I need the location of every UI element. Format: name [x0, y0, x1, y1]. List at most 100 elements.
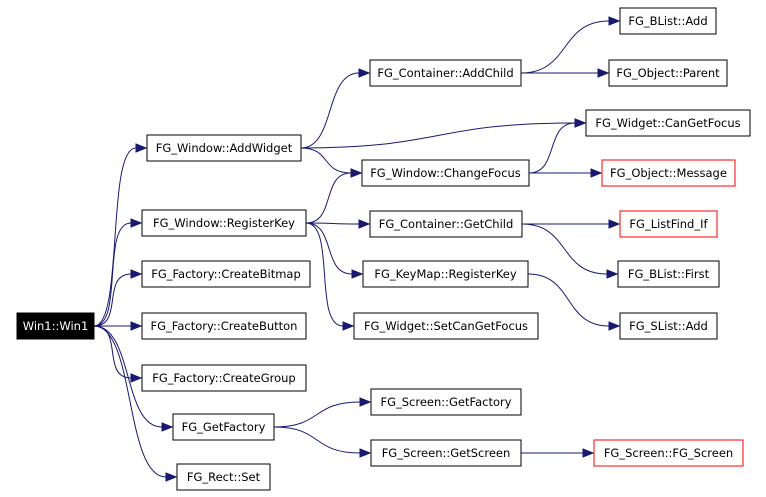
node-box — [593, 439, 744, 467]
edge-win1-to-create_group — [93, 325, 132, 379]
edge-register_key-to-change_focus — [305, 172, 352, 224]
node-fg-window-changefocus[interactable]: FG_Window::ChangeFocus — [361, 159, 530, 187]
node-label: FG_Factory::CreateGroup — [152, 371, 295, 385]
node-label: FG_Window::ChangeFocus — [370, 166, 521, 180]
node-fg-screen-getfactory[interactable]: FG_Screen::GetFactory — [370, 388, 522, 416]
arrowhead-icon — [590, 168, 603, 178]
node-box — [617, 260, 720, 288]
node-win1[interactable]: Win1::Win1 — [16, 312, 95, 340]
arrowhead-icon — [350, 168, 363, 178]
arrowhead-icon — [165, 472, 178, 482]
node-label: FG_Factory::CreateBitmap — [151, 267, 301, 281]
edge-keymap_registerkey-to-slist_add — [527, 273, 610, 327]
node-label: FG_GetFactory — [182, 420, 266, 434]
edge-win1-to-get_factory — [93, 325, 163, 428]
node-fg-widget-setcangetfocus[interactable]: FG_Widget::SetCanGetFocus — [353, 312, 539, 340]
node-label: FG_Widget::CanGetFocus — [595, 116, 740, 130]
node-fg-object-parent[interactable]: FG_Object::Parent — [608, 59, 728, 87]
node-box — [370, 388, 522, 416]
arrowhead-icon — [582, 448, 595, 458]
arrowhead-icon — [358, 219, 371, 229]
node-label: FG_Widget::SetCanGetFocus — [364, 319, 528, 333]
edge-change_focus-to-widget_cangetfocus — [528, 122, 576, 174]
node-fg-slist-add[interactable]: FG_SList::Add — [619, 312, 718, 340]
edge-add_widget-to-widget_cangetfocus — [300, 122, 576, 149]
node-label: Win1::Win1 — [23, 319, 89, 333]
node-label: FG_KeyMap::RegisterKey — [374, 267, 517, 281]
node-fg-factory-createbutton[interactable]: FG_Factory::CreateButton — [141, 312, 307, 340]
node-fg-keymap-registerkey[interactable]: FG_KeyMap::RegisterKey — [362, 260, 529, 288]
arrowhead-icon — [161, 422, 174, 432]
node-fg-container-addchild[interactable]: FG_Container::AddChild — [369, 59, 522, 87]
node-box — [146, 134, 302, 162]
arrowhead-icon — [359, 397, 372, 407]
node-fg-factory-creategroup[interactable]: FG_Factory::CreateGroup — [141, 364, 307, 392]
node-box — [585, 109, 751, 137]
edge-register_key-to-container_getchild — [305, 222, 360, 225]
node-label: FG_Container::AddChild — [377, 66, 513, 80]
node-box — [362, 260, 529, 288]
node-fg-screen-fg-screen[interactable]: FG_Screen::FG_Screen — [593, 439, 744, 467]
node-fg-blist-add[interactable]: FG_BList::Add — [619, 7, 717, 35]
edge-win1-to-register_key — [93, 222, 132, 327]
node-label: FG_Object::Parent — [616, 66, 720, 80]
node-fg-container-getchild[interactable]: FG_Container::GetChild — [369, 210, 523, 238]
node-box — [141, 364, 307, 392]
arrowhead-icon — [608, 16, 621, 26]
node-label: FG_Screen::GetScreen — [382, 446, 511, 460]
node-fg-object-message[interactable]: FG_Object::Message — [601, 159, 736, 187]
arrowhead-icon — [574, 118, 587, 128]
arrowhead-icon — [358, 68, 371, 78]
arrowhead-icon — [130, 218, 143, 228]
node-fg-listfind-if[interactable]: FG_ListFind_If — [619, 210, 718, 238]
arrowhead-icon — [359, 448, 372, 458]
node-box — [141, 209, 307, 237]
node-fg-screen-getscreen[interactable]: FG_Screen::GetScreen — [370, 439, 522, 467]
node-fg-rect-set[interactable]: FG_Rect::Set — [176, 463, 271, 491]
arrowhead-icon — [130, 269, 143, 279]
node-fg-getfactory[interactable]: FG_GetFactory — [172, 413, 275, 441]
node-box — [16, 312, 95, 340]
edge-container_getchild-to-blist_first — [521, 223, 608, 275]
edge-get_factory-to-screen_getfactory — [273, 401, 361, 428]
node-box — [601, 159, 736, 187]
node-fg-window-addwidget[interactable]: FG_Window::AddWidget — [146, 134, 302, 162]
node-box — [172, 413, 275, 441]
edge-get_factory-to-screen_getscreen — [273, 426, 361, 454]
arrowhead-icon — [597, 68, 610, 78]
node-label: FG_Screen::GetFactory — [380, 395, 511, 409]
node-box — [619, 312, 718, 340]
arrowhead-icon — [130, 321, 143, 331]
node-label: FG_Object::Message — [610, 166, 727, 180]
arrowhead-icon — [130, 373, 143, 383]
node-label: FG_ListFind_If — [629, 217, 708, 231]
node-label: FG_Window::RegisterKey — [153, 216, 295, 230]
node-box — [369, 59, 522, 87]
node-box — [370, 439, 522, 467]
node-box — [141, 260, 311, 288]
edge-register_key-to-keymap_registerkey — [305, 222, 353, 275]
arrowhead-icon — [608, 321, 621, 331]
node-label: FG_Container::GetChild — [379, 217, 514, 231]
node-fg-widget-cangetfocus[interactable]: FG_Widget::CanGetFocus — [585, 109, 751, 137]
arrowhead-icon — [351, 269, 364, 279]
node-fg-factory-createbitmap[interactable]: FG_Factory::CreateBitmap — [141, 260, 311, 288]
node-label: FG_Factory::CreateButton — [151, 319, 298, 333]
node-fg-window-registerkey[interactable]: FG_Window::RegisterKey — [141, 209, 307, 237]
edge-add_widget-to-change_focus — [300, 147, 352, 174]
node-label: FG_BList::Add — [628, 14, 707, 28]
node-box — [619, 210, 718, 238]
node-label: FG_Screen::FG_Screen — [604, 446, 733, 460]
node-label: FG_Window::AddWidget — [156, 141, 293, 155]
edge-win1-to-add_widget — [93, 147, 137, 327]
arrowhead-icon — [606, 269, 619, 279]
node-box — [141, 312, 307, 340]
node-box — [353, 312, 539, 340]
edge-win1-to-create_bitmap — [93, 273, 132, 327]
node-fg-blist-first[interactable]: FG_BList::First — [617, 260, 720, 288]
node-box — [176, 463, 271, 491]
edge-win1-to-rect_set — [93, 325, 167, 478]
node-label: FG_SList::Add — [629, 319, 708, 333]
node-label: FG_BList::First — [628, 267, 710, 281]
